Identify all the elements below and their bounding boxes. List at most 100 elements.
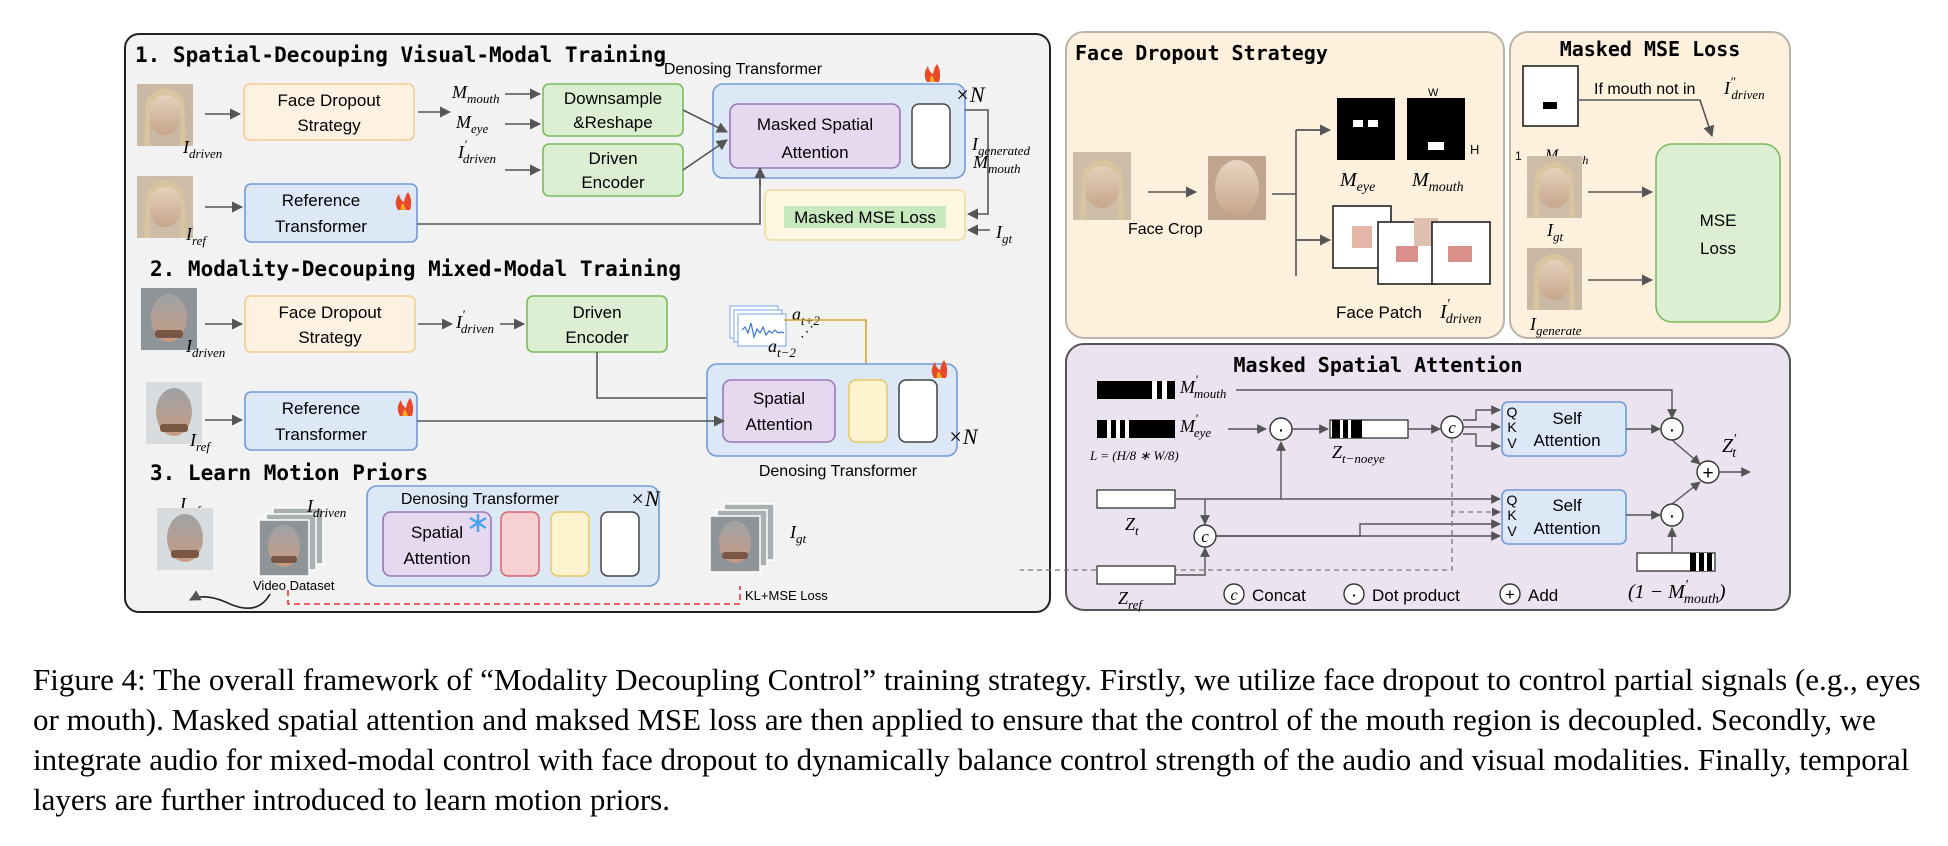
svg-text:Dot product: Dot product (1372, 586, 1460, 605)
figure-caption: Figure 4: The overall framework of “Moda… (33, 662, 1921, 817)
svg-text:×N: ×N (948, 424, 979, 449)
legend: c Concat · Dot product + Add (1223, 583, 1558, 606)
face-image-ref-3 (157, 508, 213, 570)
face-patch-images (1332, 205, 1491, 285)
svg-text:I′driven: I′driven (455, 307, 494, 336)
denoising-transformer-3: Denosing Transformer Spatial Attention (366, 485, 660, 587)
svg-text:If mouth not in: If mouth not in (1594, 81, 1695, 98)
z-t-noeye-strip (1329, 419, 1409, 439)
driven-encoder-box-2: Driven Encoder (526, 295, 668, 353)
svg-text:×N: ×N (955, 82, 986, 107)
self-attention-block-2: Q K V Self Attention (1501, 489, 1627, 545)
downsample-reshape-box: Downsample &Reshape (542, 83, 684, 137)
math-I-driven-1: I (182, 137, 190, 157)
video-frames-stack (258, 507, 324, 577)
svg-text:·: · (1351, 585, 1357, 606)
svg-text:Concat: Concat (1252, 586, 1306, 605)
face-image-generate-small (1527, 248, 1582, 310)
svg-text:Reference: Reference (282, 399, 360, 418)
svg-text:Attention: Attention (403, 549, 470, 568)
flame-icon-2 (395, 192, 412, 210)
svg-text:Z′t: Z′t (1722, 432, 1737, 461)
face-image-driven-1 (137, 84, 193, 146)
svg-text:c: c (1230, 587, 1237, 604)
svg-text:Idriven: Idriven (306, 496, 346, 520)
curved-arrow (189, 590, 271, 610)
svg-text:Mmouth: Mmouth (451, 82, 500, 106)
kl-mse-loss-label: KL+MSE Loss (745, 588, 828, 603)
svg-text:Downsample: Downsample (564, 89, 662, 108)
reference-transformer-box-2: Reference Transformer (244, 391, 418, 451)
svg-text:Masked MSE Loss: Masked MSE Loss (1560, 37, 1741, 61)
svg-text:Igt: Igt (789, 522, 807, 546)
svg-text:Add: Add (1528, 586, 1558, 605)
svg-text:Attention: Attention (781, 143, 848, 162)
masked-mse-loss-panel: Masked MSE Loss 1 Mmouth If mouth not in… (1509, 31, 1791, 339)
svg-text:Denosing Transformer: Denosing Transformer (664, 61, 823, 78)
svg-text:Denosing Transformer: Denosing Transformer (759, 463, 918, 480)
svg-text:1: 1 (1515, 149, 1522, 163)
stage2-heading: 2. Modality-Decouping Mixed-Modal Traini… (150, 257, 681, 281)
svg-text:Face Patch: Face Patch (1336, 303, 1422, 322)
svg-text:I″driven: I″driven (1723, 74, 1765, 102)
self-attention-block-1: Q K V Self Attention (1501, 401, 1627, 457)
svg-text:·: · (1278, 419, 1285, 441)
svg-text:L = (H/8 ∗ W/8): L = (H/8 ∗ W/8) (1089, 448, 1179, 463)
eye-mask-strip (1097, 420, 1175, 438)
kl-mse-loss-line (287, 586, 741, 605)
svg-text:W: W (1428, 87, 1439, 99)
svg-text:V: V (1507, 435, 1517, 451)
svg-text:Driven: Driven (588, 149, 637, 168)
face-image-gt-small (1527, 156, 1582, 218)
mouth-mask-image (1407, 98, 1465, 160)
svg-text:c: c (1448, 418, 1456, 437)
svg-text:Transformer: Transformer (275, 217, 367, 236)
svg-text:I′driven: I′driven (457, 137, 496, 166)
reference-transformer-box-1: Reference Transformer (244, 183, 418, 243)
eye-mask-image (1337, 98, 1395, 160)
svg-text:·: · (1669, 419, 1676, 441)
flame-icon-1 (924, 64, 941, 82)
svg-text:Zref: Zref (1118, 588, 1144, 612)
svg-text:Face Crop: Face Crop (1128, 221, 1203, 238)
mse-loss-box: MSE Loss (1655, 143, 1781, 323)
svg-text:MSE: MSE (1700, 211, 1737, 230)
svg-text:Igenerated: Igenerated (971, 134, 1030, 158)
face-image-ref-2 (146, 382, 202, 444)
legend-concat-icon (1223, 583, 1245, 605)
svg-text:Masked Spatial Attention: Masked Spatial Attention (1234, 353, 1523, 377)
svg-text:M′mouth: M′mouth (1179, 372, 1226, 401)
svg-text:+: + (1702, 463, 1713, 484)
face-image-input (1073, 152, 1131, 220)
svg-text:Spatial: Spatial (411, 523, 463, 542)
legend-dot-icon (1343, 583, 1365, 605)
snowflake-icon (469, 514, 487, 532)
svg-text:Reference: Reference (282, 191, 360, 210)
legend-add-icon (1499, 583, 1521, 605)
svg-text:at−2: at−2 (768, 336, 796, 360)
svg-text:Meye: Meye (1339, 169, 1375, 195)
svg-text:Iref: Iref (189, 430, 212, 454)
driven-encoder-box-1: Driven Encoder (542, 143, 684, 197)
inverse-mouth-mask-strip (1636, 552, 1716, 572)
svg-text:Masked Spatial: Masked Spatial (757, 115, 873, 134)
svg-text:Self: Self (1552, 409, 1582, 428)
svg-text:Q: Q (1507, 492, 1518, 508)
z-t-strip (1096, 489, 1176, 509)
svg-text:H: H (1470, 142, 1479, 157)
svg-text:Strategy: Strategy (297, 116, 361, 135)
svg-text:Attention: Attention (745, 415, 812, 434)
face-dropout-strategy-box-2: Face Dropout Strategy (244, 295, 416, 353)
svg-text:Driven: Driven (572, 303, 621, 322)
face-image-gt-stack (709, 503, 775, 573)
svg-text:Zt: Zt (1125, 514, 1139, 538)
face-image-ref-1 (137, 176, 193, 238)
svg-text:V: V (1507, 523, 1517, 539)
svg-text:Meye: Meye (455, 112, 489, 136)
flame-icon-4 (397, 398, 414, 416)
svg-text:Iref: Iref (185, 224, 208, 248)
stage3-heading: 3. Learn Motion Priors (150, 461, 428, 485)
flame-icon-3 (931, 360, 948, 378)
svg-text:K: K (1507, 507, 1517, 523)
svg-text:⋰: ⋰ (800, 323, 814, 339)
